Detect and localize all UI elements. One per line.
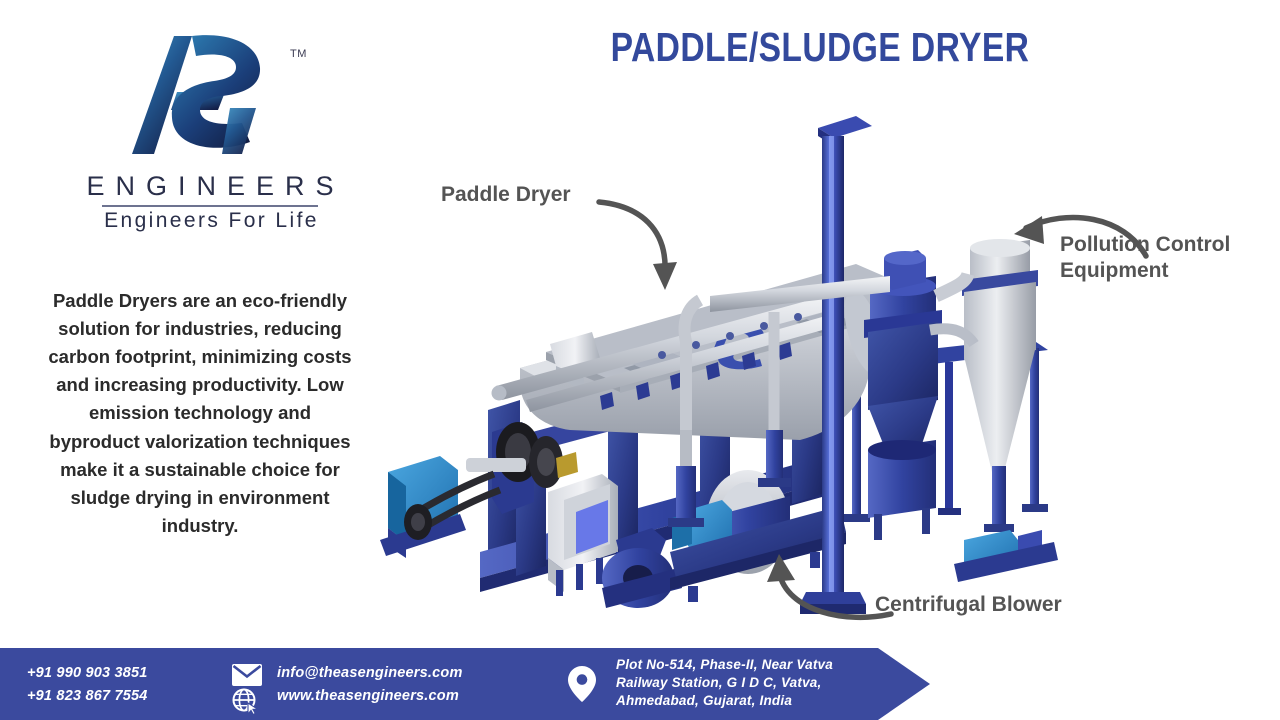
logo-mark-wrapper: TM <box>60 30 360 165</box>
description-paragraph: Paddle Dryers are an eco-friendly soluti… <box>48 290 352 536</box>
callout-pollution-line2: Equipment <box>1060 259 1169 283</box>
callout-paddle-dryer: Paddle Dryer <box>441 183 571 206</box>
arrow-to-pollution-control-icon <box>1014 214 1149 259</box>
website-url[interactable]: www.theasengineers.com <box>277 688 459 704</box>
drive-assembly <box>380 422 578 558</box>
trademark-symbol: TM <box>290 48 307 60</box>
company-logo: TM ENGINEERS Engineers For Life <box>60 30 360 233</box>
brand-divider <box>102 205 318 207</box>
phone-secondary[interactable]: +91 823 867 7554 <box>27 688 148 704</box>
brand-tagline: Engineers For Life <box>104 209 319 232</box>
blower-left <box>602 528 682 608</box>
map-pin-icon <box>568 666 596 702</box>
address-line-3: Ahmedabad, Gujarat, India <box>616 693 793 708</box>
brand-name: ENGINEERS <box>86 171 345 201</box>
arrow-to-centrifugal-blower-icon <box>767 554 894 621</box>
callout-pollution-control: Pollution Control Equipment <box>1060 232 1275 285</box>
centrifugal-blower-unit <box>670 470 846 602</box>
phone-primary[interactable]: +91 990 903 3851 <box>27 665 148 681</box>
address-line-1: Plot No-514, Phase-II, Near Vatva <box>616 657 833 672</box>
address-line-2: Railway Station, G I D C, Vatva, <box>616 675 822 690</box>
email-address[interactable]: info@theasengineers.com <box>277 665 463 681</box>
paddle-dryer-illustration <box>380 116 1058 614</box>
globe-cursor-icon <box>232 688 260 714</box>
as-monogram-icon <box>132 35 261 154</box>
pollution-control-unit <box>668 239 1058 582</box>
callout-pollution-line1: Pollution Control <box>1060 233 1231 256</box>
footer-banner <box>0 648 930 720</box>
footer: +91 990 903 3851 +91 823 867 7554 info@t… <box>0 648 1280 720</box>
arrow-to-paddle-dryer-icon <box>596 199 677 290</box>
callout-centrifugal-blower: Centrifugal Blower <box>875 593 1062 616</box>
envelope-icon <box>232 664 262 686</box>
page-title: PADDLE/SLUDGE DRYER <box>610 24 1030 70</box>
